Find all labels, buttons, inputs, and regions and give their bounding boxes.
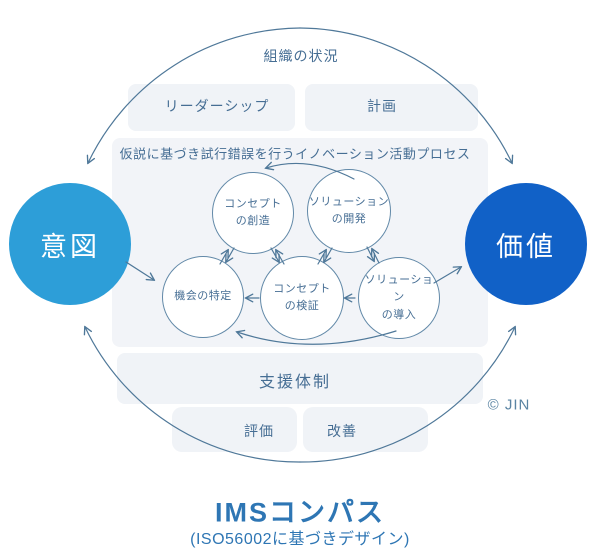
diagram-title: IMSコンパス xyxy=(214,497,386,528)
panel-evaluation xyxy=(172,407,297,452)
evaluation-label: 評価 xyxy=(244,423,274,439)
leadership-label: リーダーシップ xyxy=(164,98,270,114)
process-circle-label: 機会の特定 xyxy=(174,290,232,303)
diagram-subtitle: (ISO56002に基づきデザイン) xyxy=(190,531,410,548)
improvement-label: 改善 xyxy=(327,423,357,439)
support-label: 支援体制 xyxy=(258,374,332,391)
planning-label: 計画 xyxy=(367,98,397,114)
process-circle-label: コンセプト xyxy=(224,197,282,210)
process-circle-label: の検証 xyxy=(284,300,320,312)
intent-circle: 意図 xyxy=(9,183,131,305)
process-circle-label: の開発 xyxy=(331,213,367,225)
intent-label: 意図 xyxy=(40,231,100,262)
process-caption: 仮説に基づき試行錯誤を行うイノベーション活動プロセス xyxy=(119,146,471,162)
process-circle-solution-deployment: ソリューション の導入 xyxy=(358,257,440,339)
credit-label: © JIN xyxy=(487,396,531,414)
process-circle-solution-development: ソリューション の開発 xyxy=(307,169,391,253)
process-circle-label: の創造 xyxy=(235,215,271,227)
value-label: 価値 xyxy=(496,231,556,262)
process-circle-concept-creation: コンセプト の創造 xyxy=(212,172,294,254)
process-circle-label: コンセプト xyxy=(273,282,331,295)
process-circle-label: ソリューション xyxy=(364,274,434,304)
value-circle: 価値 xyxy=(465,183,587,305)
context-label: 組織の状況 xyxy=(263,48,339,64)
process-circle-label: の導入 xyxy=(381,308,417,321)
panel-improvement xyxy=(303,407,428,452)
process-circle-label: ソリューション xyxy=(308,195,390,208)
process-circle-concept-verification: コンセプト の検証 xyxy=(260,256,344,340)
process-circle-opportunity-identification: 機会の特定 xyxy=(162,256,244,338)
